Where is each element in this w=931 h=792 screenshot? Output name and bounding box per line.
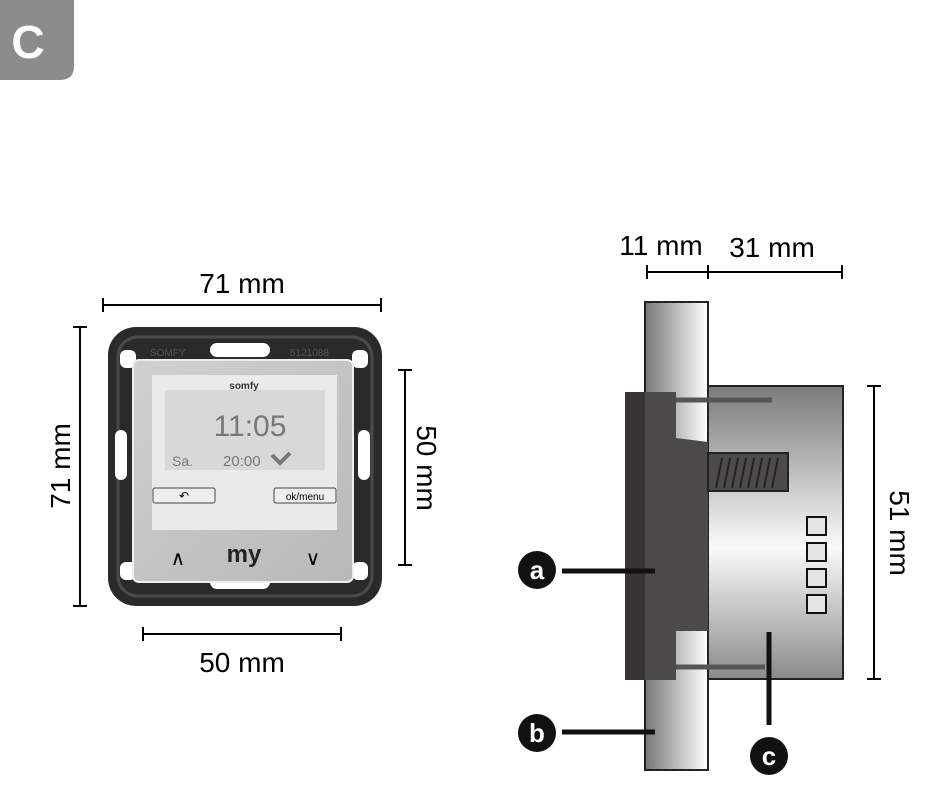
svg-text:b: b bbox=[529, 718, 545, 748]
section-label: C bbox=[11, 16, 44, 68]
down-button[interactable]: ∨ bbox=[306, 548, 321, 570]
front-width-label: 71 mm bbox=[199, 268, 285, 299]
brand-logo: somfy bbox=[229, 381, 259, 392]
device-front-view: SOMFY 5121088 somfy 11:05 Sa. 20:00 ↶ ok… bbox=[108, 327, 382, 606]
side-height-label: 51 mm bbox=[884, 490, 915, 576]
front-dimension-lines bbox=[73, 298, 412, 641]
up-button[interactable]: ∧ bbox=[171, 548, 186, 570]
chevron-down-icon bbox=[270, 451, 292, 466]
svg-text:a: a bbox=[530, 555, 545, 585]
my-button[interactable]: my bbox=[227, 541, 262, 568]
callout-a: a bbox=[518, 551, 556, 589]
back-button[interactable]: ↶ bbox=[152, 487, 216, 504]
display-height-label: 50 mm bbox=[411, 425, 442, 511]
display-next-time: 20:00 bbox=[223, 453, 261, 470]
section-badge: C bbox=[0, 0, 74, 80]
front-height-label: 71 mm bbox=[45, 423, 76, 509]
display-day: Sa. bbox=[172, 453, 193, 469]
ok-menu-label: ok/menu bbox=[286, 492, 324, 503]
ok-menu-button[interactable]: ok/menu bbox=[273, 487, 337, 504]
display-width-label: 50 mm bbox=[199, 647, 285, 678]
connector-slots bbox=[806, 516, 827, 614]
rear-depth-label: 31 mm bbox=[729, 232, 815, 263]
svg-text:c: c bbox=[762, 741, 776, 771]
frame-brand: SOMFY bbox=[150, 348, 186, 359]
frame-code: 5121088 bbox=[290, 348, 329, 359]
device-side-view bbox=[625, 301, 844, 771]
back-icon: ↶ bbox=[179, 489, 189, 503]
callout-c: c bbox=[750, 737, 788, 775]
callout-b: b bbox=[518, 714, 556, 752]
display-time: 11:05 bbox=[214, 410, 287, 443]
callout-lines bbox=[562, 568, 772, 735]
side-dimension-lines bbox=[646, 265, 881, 680]
threaded-bolt bbox=[707, 452, 789, 492]
front-depth-label: 11 mm bbox=[619, 230, 703, 261]
front-module bbox=[645, 392, 708, 680]
